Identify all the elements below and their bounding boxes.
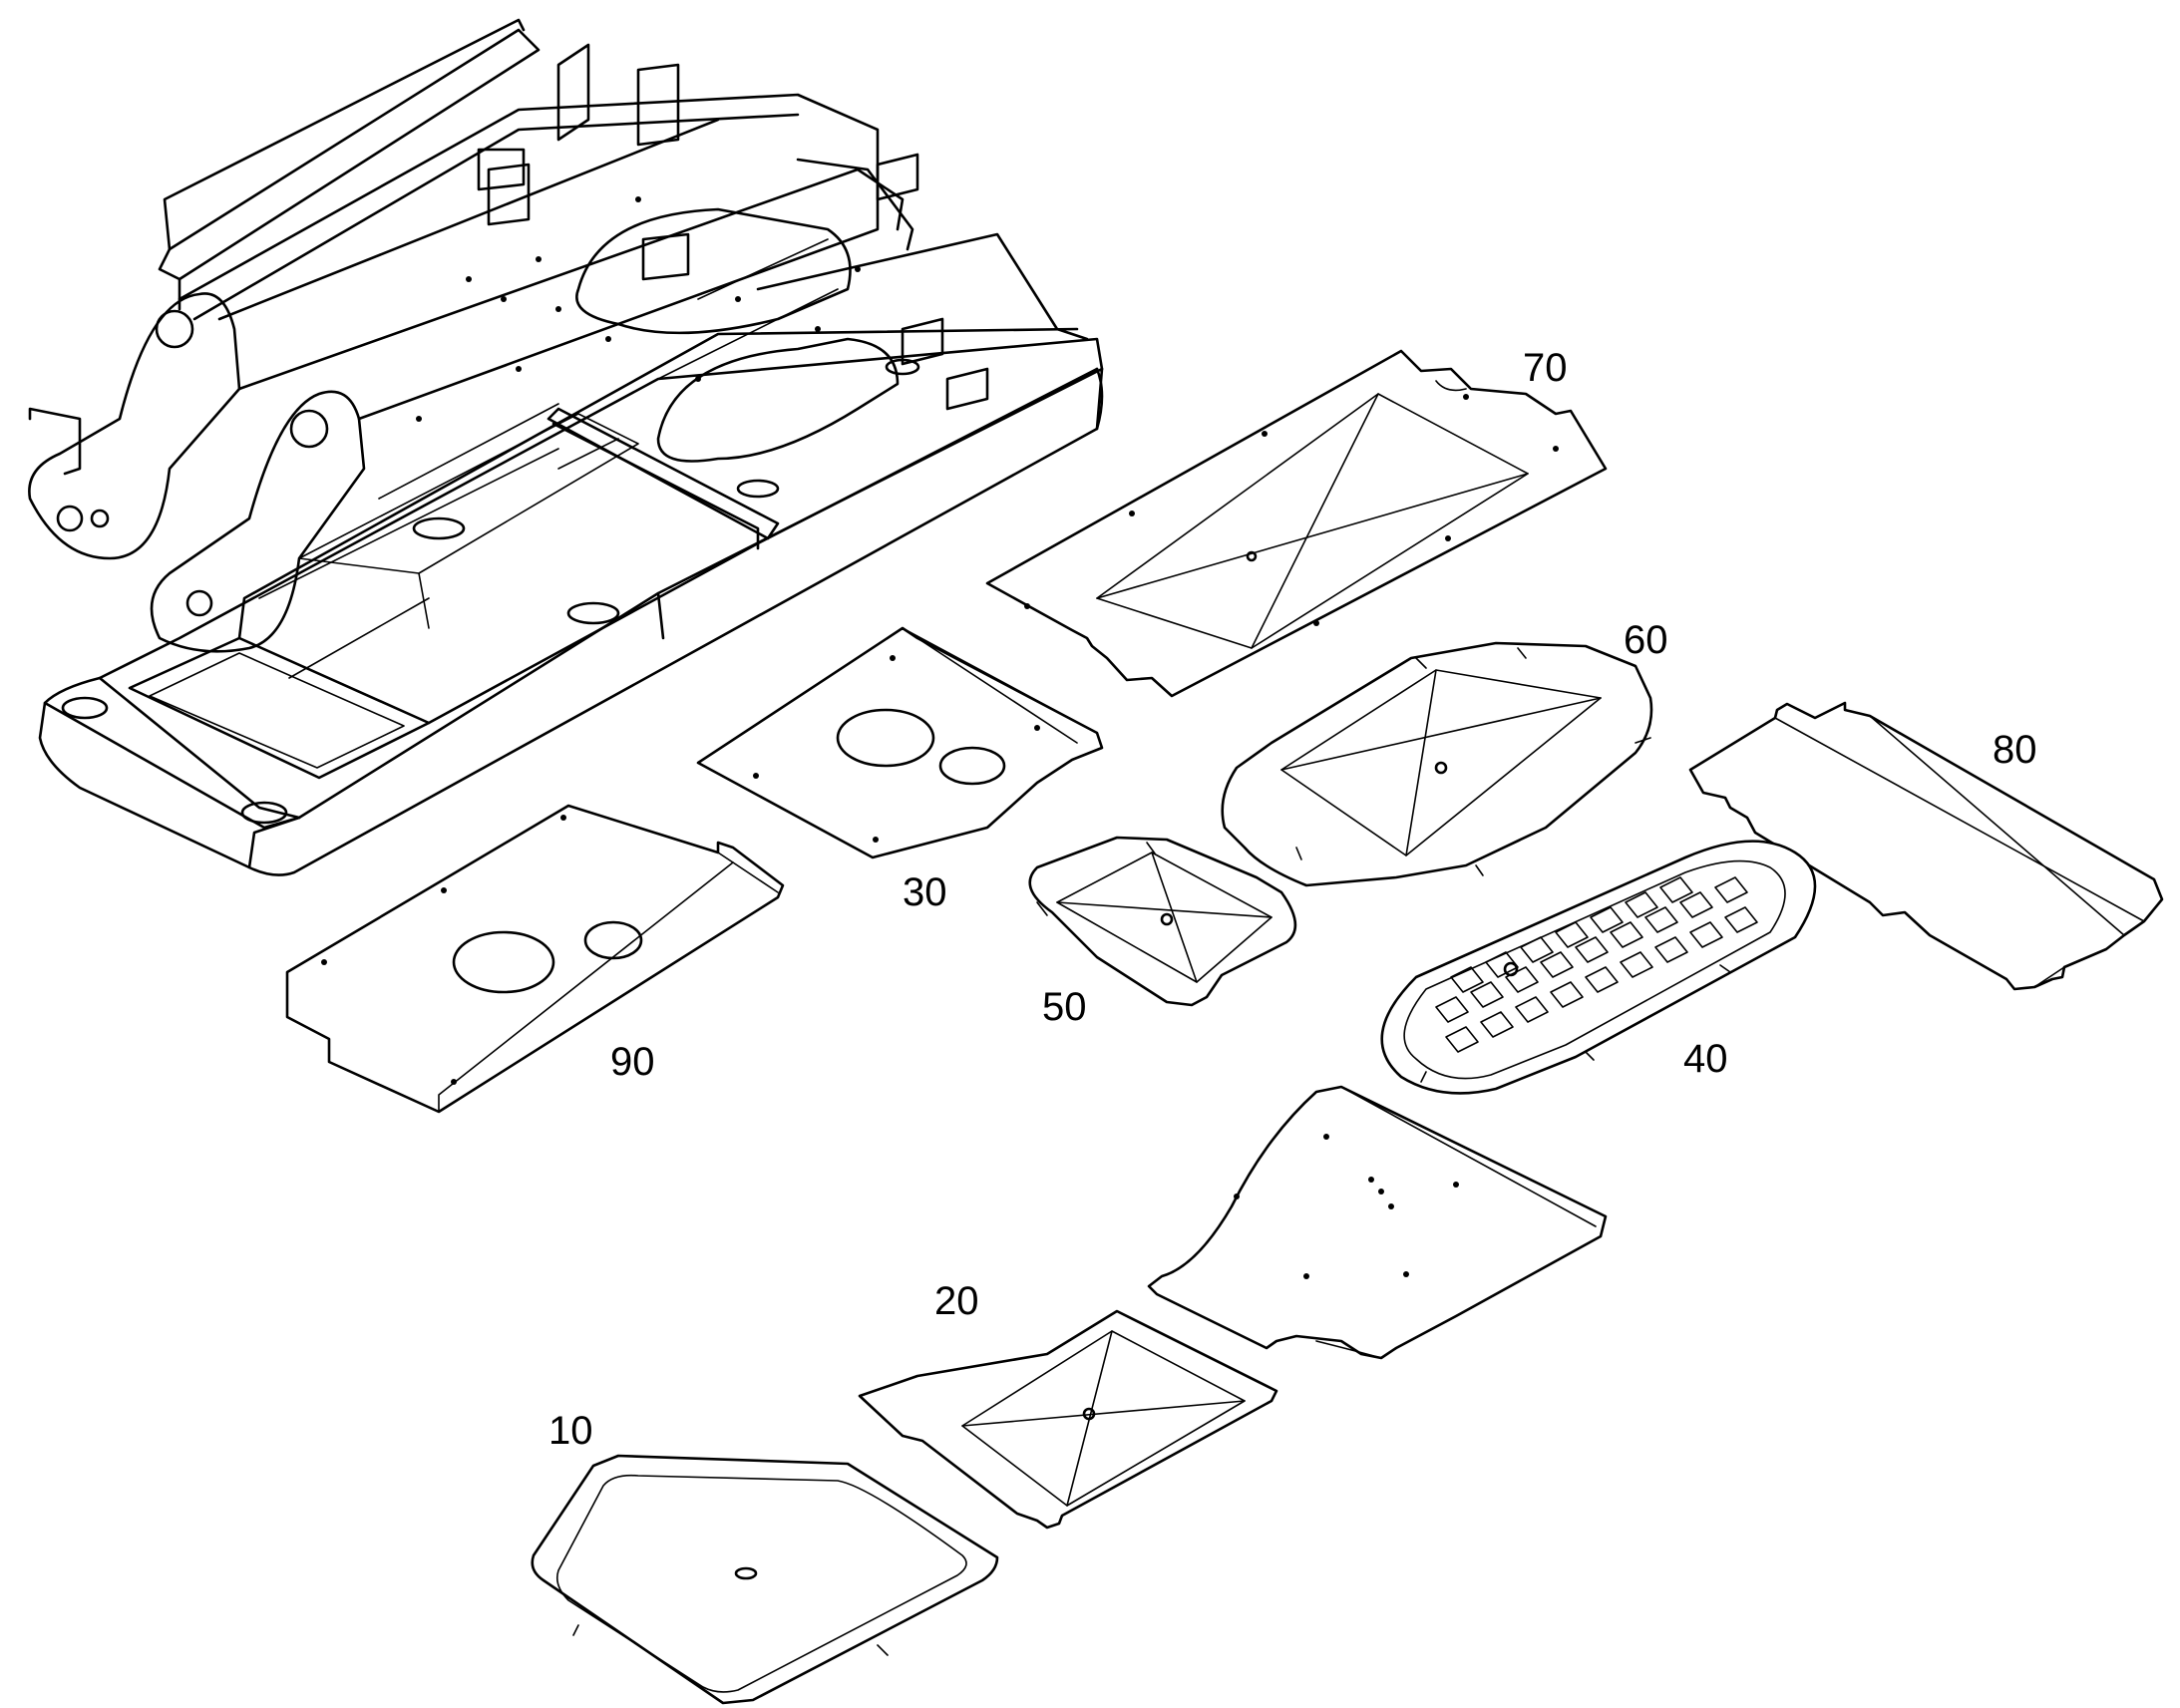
callout-20: 20 <box>934 1279 979 1323</box>
part-40-grate <box>1380 840 1817 1095</box>
main-frame-chassis <box>28 18 1104 876</box>
part-90-plate <box>285 804 785 1114</box>
part-50-small-cover <box>1028 836 1297 1007</box>
callout-30: 30 <box>903 870 947 914</box>
callout-10: 10 <box>548 1409 593 1453</box>
part-70-panel <box>985 349 1608 698</box>
callout-60: 60 <box>1624 618 1668 662</box>
callout-70: 70 <box>1523 346 1568 390</box>
part-20-floor-pan <box>1147 1085 1608 1360</box>
callout-80: 80 <box>1993 728 2037 772</box>
part-60-oval-cover <box>1221 641 1653 887</box>
part-80-bracket-plate <box>1688 701 2164 991</box>
callout-50: 50 <box>1042 985 1087 1029</box>
part-20-center-panel <box>858 1309 1278 1530</box>
callout-40: 40 <box>1683 1037 1728 1081</box>
part-10-floor-mat <box>531 1454 999 1705</box>
part-30-plate <box>696 626 1104 859</box>
callout-90: 90 <box>610 1040 655 1084</box>
